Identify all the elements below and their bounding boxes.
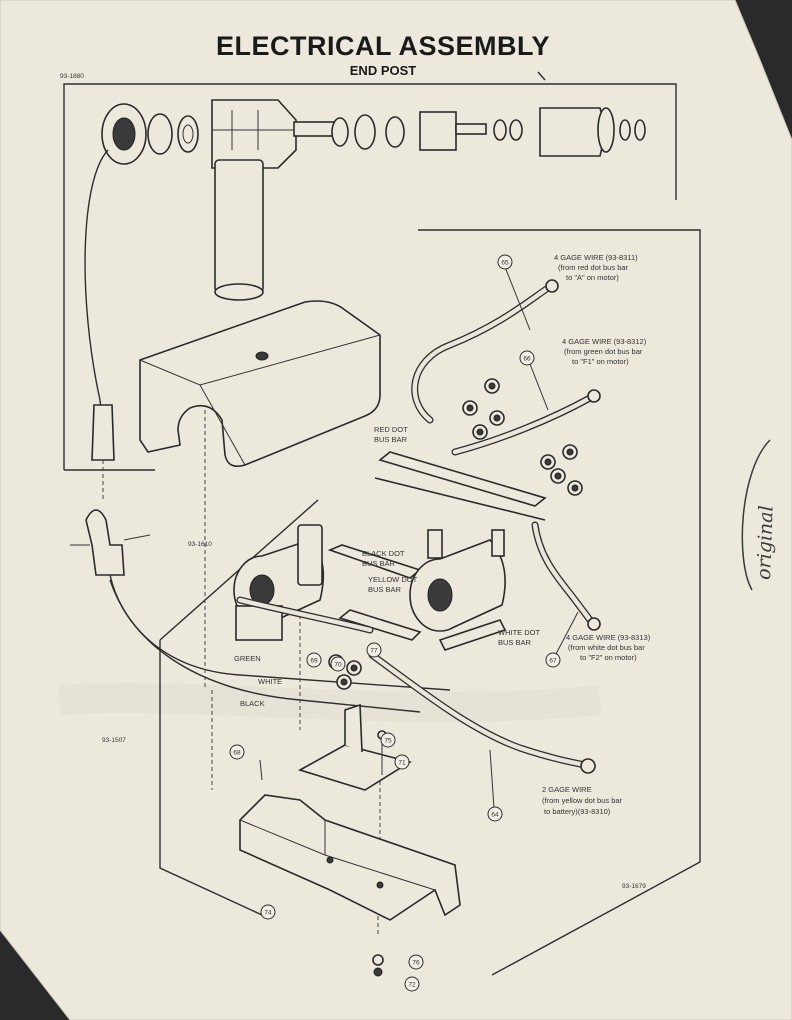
bus-bar-red-label-1: RED DOT (374, 425, 408, 434)
svg-text:70: 70 (334, 662, 342, 669)
callout-64: 64 (487, 749, 503, 822)
callout-76: 76 (408, 954, 424, 970)
end-post-frame (63, 83, 677, 470)
svg-text:67: 67 (549, 658, 557, 665)
svg-text:71: 71 (398, 760, 406, 767)
bus-bar-yellow-label-2: BUS BAR (368, 585, 402, 594)
cover-housing (139, 300, 381, 468)
callout-wire-a-line1: 4 GAGE WIRE (93-8311) (554, 253, 638, 262)
callout-75: 75 (380, 732, 396, 748)
callout-65: 65 (497, 254, 531, 331)
bus-bar-white-label-2: BUS BAR (498, 638, 532, 647)
svg-text:64: 64 (491, 812, 499, 819)
svg-text:69: 69 (310, 658, 318, 665)
callout-69: 69 (306, 652, 322, 668)
plug-connector (70, 509, 451, 713)
svg-text:68: 68 (233, 750, 241, 757)
callout-67: 67 (545, 611, 579, 668)
hardware-nuts (328, 378, 583, 977)
part-number-base: 93-1507 (102, 737, 126, 744)
mounting-bracket (297, 703, 413, 791)
bus-bar-black-label-1: BLACK DOT (362, 549, 405, 558)
svg-text:66: 66 (523, 356, 531, 363)
part-number-end-post: 93-1880 (60, 73, 84, 80)
callout-68: 68 (229, 744, 245, 760)
svg-text:76: 76 (412, 960, 420, 967)
svg-text:72: 72 (408, 982, 416, 989)
callout-wire-battery-line1: 2 GAGE WIRE (542, 785, 592, 794)
handwritten-note: original (753, 505, 778, 580)
callout-wire-f2-line2: (from white dot bus bar (568, 643, 645, 652)
part-number-cover: 93-1610 (188, 541, 212, 548)
box-frame (418, 229, 701, 976)
callout-74: 74 (260, 904, 276, 920)
wire-label-white: WHITE (258, 677, 282, 686)
bus-bar-yellow-label-1: YELLOW DOT (368, 575, 418, 584)
bus-bars (327, 451, 547, 651)
diagram-subtitle: END POST (350, 63, 417, 78)
wire-label-black: BLACK (240, 699, 265, 708)
svg-text:77: 77 (370, 648, 378, 655)
callout-72: 72 (404, 976, 420, 992)
callout-wire-f1-line3: to "F1" on motor) (572, 357, 629, 366)
part-number-box: 93-1679 (622, 883, 646, 890)
callout-wire-battery-line3: to battery)(93-8310) (544, 807, 611, 816)
callout-wire-a-line3: to "A" on motor) (566, 273, 619, 282)
svg-text:65: 65 (501, 260, 509, 267)
bus-bar-white-label-1: WHITE DOT (498, 628, 540, 637)
callout-wire-f2-line1: 4 GAGE WIRE (93-8313) (566, 633, 651, 642)
end-post-assembly (84, 99, 646, 500)
callout-wire-f2-line3: to "F2" on motor) (580, 653, 637, 662)
callout-wire-f1-line2: (from green dot bus bar (564, 347, 643, 356)
callout-77: 77 (366, 642, 382, 658)
callout-70: 70 (330, 656, 346, 672)
callout-66: 66 (519, 350, 549, 411)
base-plate (239, 759, 461, 921)
svg-text:75: 75 (384, 738, 392, 745)
heavy-wires (236, 279, 601, 774)
callout-wire-f1-line1: 4 GAGE WIRE (93-8312) (562, 337, 647, 346)
bus-bar-black-label-2: BUS BAR (362, 559, 396, 568)
diagram-title: ELECTRICAL ASSEMBLY (216, 31, 550, 61)
callout-wire-a-line2: (from red dot bus bar (558, 263, 629, 272)
svg-text:74: 74 (264, 910, 272, 917)
bus-bar-red-label-2: BUS BAR (374, 435, 408, 444)
callout-wire-battery-line2: (from yellow dot bus bar (542, 796, 623, 805)
solenoids (233, 524, 506, 641)
callout-71: 71 (394, 754, 410, 770)
wire-label-green: GREEN (234, 654, 261, 663)
